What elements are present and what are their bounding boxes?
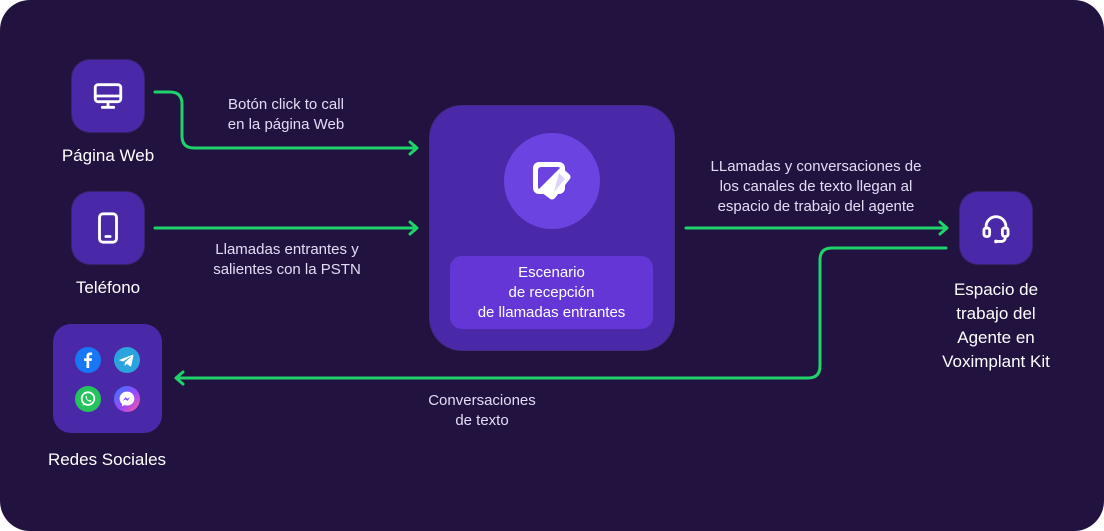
arrowhead-social [174,370,185,386]
agent-node [960,192,1032,264]
social-label: Redes Sociales [47,450,167,469]
agent-label-line-2: trabajo del [956,304,1036,323]
edge-label-phone-line-2: salientes con la PSTN [213,261,361,278]
edge-label-phone: Llamadas entrantes y salientes con la PS… [192,240,382,280]
arrowhead-agent [938,220,949,236]
scenario-label-line-1: Escenario [518,263,585,281]
arrowhead-phone [408,220,419,236]
edge-label-agent: LLamadas y conversaciones de los canales… [690,157,942,217]
agent-label-line-1: Espacio de [953,280,1039,299]
whatsapp-icon [75,386,101,412]
scenario-label-line-2: de recepción [508,283,595,301]
telegram-icon [114,347,140,373]
headset-icon [982,215,1010,244]
edge-label-web-line-1: Botón click to call [228,96,344,113]
monitor-icon [93,83,123,109]
messenger-icon [114,386,140,412]
edge-label-social: Conversaciones de texto [402,391,562,431]
social-node [53,324,162,433]
edge-label-web-line-2: en la página Web [227,116,345,133]
agent-label-line-4: Voximplant Kit [942,352,1050,371]
agent-label-line-3: Agente en [957,328,1035,347]
edge-label-agent-line-1: LLamadas y conversaciones de [710,158,922,175]
facebook-icon [75,347,101,373]
scenario-label-line-3: de llamadas entrantes [477,303,626,321]
edge-label-social-line-1: Conversaciones [428,392,536,409]
edge-label-social-line-2: de texto [455,412,509,429]
web-node [72,60,144,132]
voximplant-logo-icon [533,162,571,200]
edge-label-agent-line-3: espacio de trabajo del agente [717,198,915,215]
smartphone-icon [98,212,118,244]
edge-label-phone-line-1: Llamadas entrantes y [215,241,359,258]
scenario-icon-circle [504,133,600,229]
phone-label: Teléfono [75,278,141,297]
edge-label-web: Botón click to call en la página Web [196,95,376,135]
scenario-label-box: Escenario de recepción de llamadas entra… [450,256,653,329]
connector-web-to-scenario [153,90,418,150]
web-label: Página Web [61,146,155,165]
scenario-node: Escenario de recepción de llamadas entra… [430,106,674,350]
arrowhead-web [408,140,419,156]
phone-node [72,192,144,264]
edge-label-agent-line-2: los canales de texto llegan al [719,178,913,195]
connector-agent-to-social [175,246,948,380]
agent-label: Espacio de trabajo del Agente en Voximpl… [916,278,1076,374]
